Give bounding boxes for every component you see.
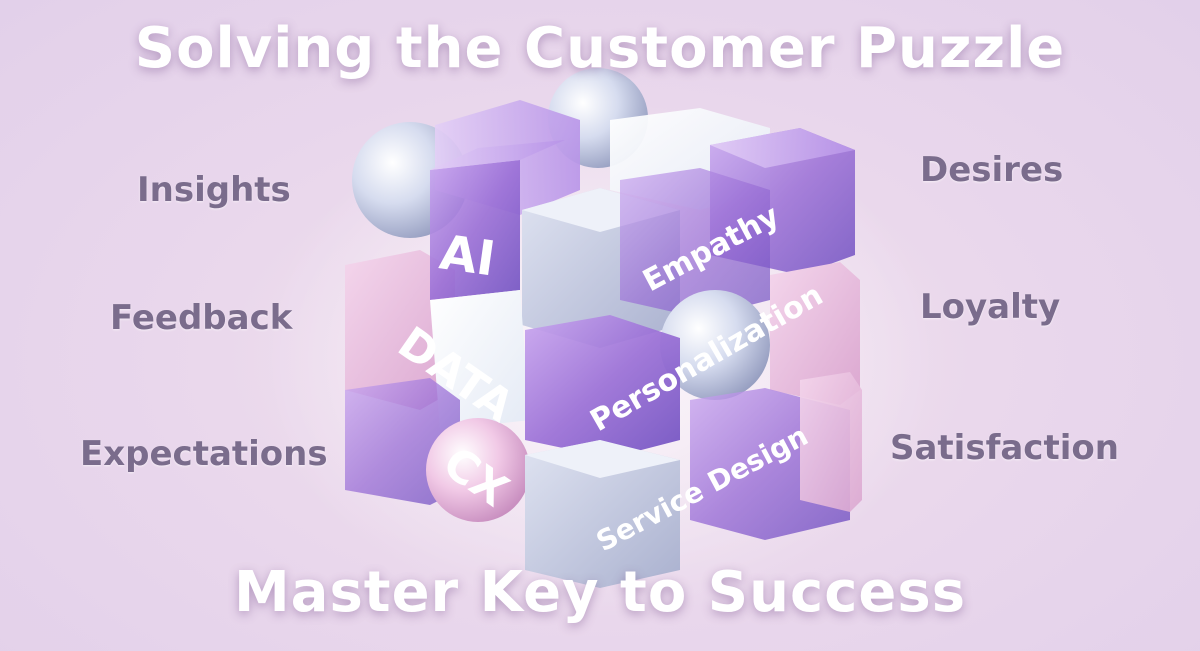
right-word-satisfaction: Satisfaction [890,428,1119,468]
sphere-center [660,290,770,400]
left-word-feedback: Feedback [110,298,293,338]
block-service-design [525,440,680,588]
right-word-desires: Desires [920,150,1064,190]
block-mid-right-pink [770,262,860,405]
tagline: Master Key to Success [233,560,967,625]
block-lower-right-pink [800,372,862,512]
cube-label-ai: AI [436,224,498,287]
block-mid-left-pink [345,250,455,410]
block-personalization [525,315,680,458]
block-data [430,290,530,430]
block-ai-top [430,140,565,170]
left-word-insights: Insights [137,170,291,210]
block-empathy [620,168,770,318]
left-word-expectations: Expectations [80,434,328,474]
block-service-design-top [525,440,680,478]
right-word-loyalty: Loyalty [920,287,1061,327]
block-top-right-face [710,128,855,168]
block-ai [430,160,520,300]
block-center-silver-top [522,188,680,232]
sphere-pink [426,418,530,522]
headline: Solving the Customer Puzzle [134,16,1066,81]
